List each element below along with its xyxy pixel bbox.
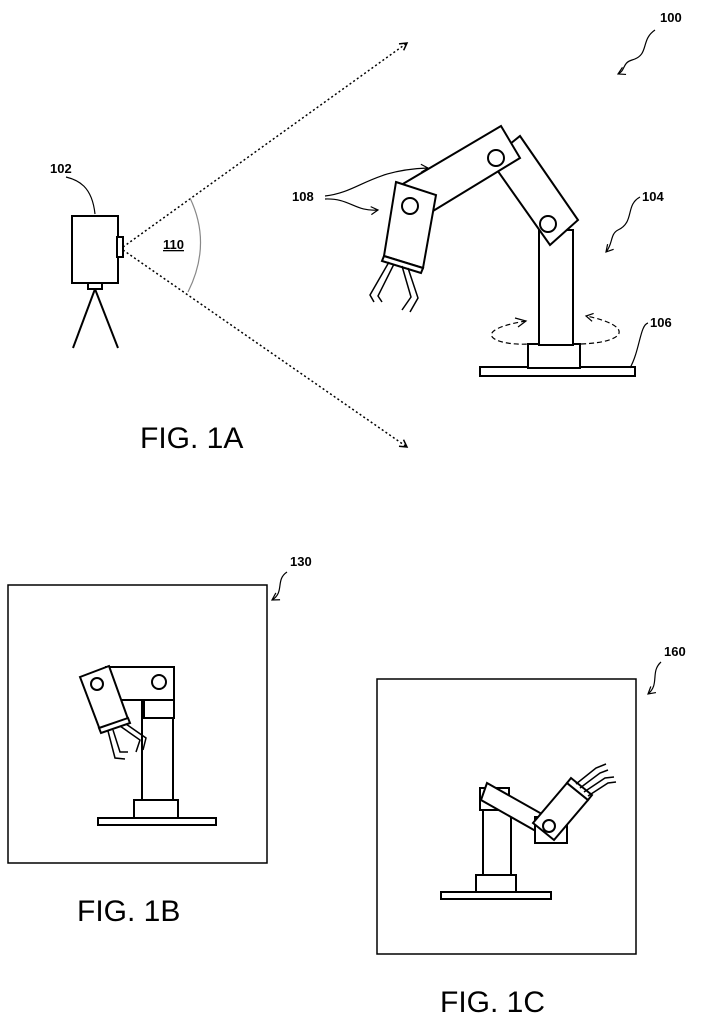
leader-100 [618, 30, 655, 74]
caption-fig-1a: FIG. 1A [140, 422, 243, 455]
caption-fig-1b: FIG. 1B [77, 895, 180, 928]
camera-body [72, 216, 118, 283]
ref-label-130: 130 [290, 554, 312, 569]
robot-lower-link [539, 230, 573, 345]
robot-1b-joint-circle [152, 675, 166, 689]
joint-circle-upper [488, 150, 504, 166]
leader-102 [66, 177, 95, 214]
robot-arm [370, 126, 635, 376]
robot-1b-pedestal [134, 800, 178, 818]
tripod-mount [88, 283, 102, 289]
gripper-finger-left-outer [370, 262, 389, 302]
figure-1b: 130 FIG. 1B [8, 554, 312, 928]
tripod-leg-right [95, 289, 118, 348]
ref-label-106: 106 [650, 315, 672, 330]
tripod-leg-left [73, 289, 95, 348]
robot-1c-pedestal [476, 875, 516, 892]
figure-1c: 160 FIG. 1C [377, 644, 686, 1019]
leader-130 [272, 572, 287, 600]
robot-1c-base-plate [441, 892, 551, 899]
rotation-arrow-right [581, 316, 619, 344]
fov-lower-ray [123, 250, 407, 447]
leader-160 [648, 662, 661, 694]
gripper-finger-left-inner [378, 264, 394, 302]
robot-1b-base-plate [98, 818, 216, 825]
ref-label-100: 100 [660, 10, 682, 25]
camera [72, 216, 123, 348]
leader-106 [630, 323, 648, 368]
end-effector-joint-circle [402, 198, 418, 214]
ref-label-108: 108 [292, 189, 314, 204]
camera-lens [117, 237, 123, 257]
ref-label-102: 102 [50, 161, 72, 176]
figure-1a: 100 102 110 [50, 10, 682, 455]
ref-label-104: 104 [642, 189, 664, 204]
robot-1c-effector-circle [543, 820, 555, 832]
ref-label-110: 110 [163, 237, 184, 252]
leader-108-to-effector [325, 199, 378, 210]
caption-fig-1c: FIG. 1C [440, 986, 545, 1019]
joint-circle-lower [540, 216, 556, 232]
ref-label-160: 160 [664, 644, 686, 659]
rotation-arrow-left [491, 321, 530, 344]
fov-angle-arc [188, 198, 201, 292]
fov-upper-ray [123, 43, 407, 247]
end-effector-housing [384, 182, 436, 268]
leader-104 [606, 197, 640, 252]
robot-1b-effector-circle [91, 678, 103, 690]
robot-base-pedestal [528, 344, 580, 368]
